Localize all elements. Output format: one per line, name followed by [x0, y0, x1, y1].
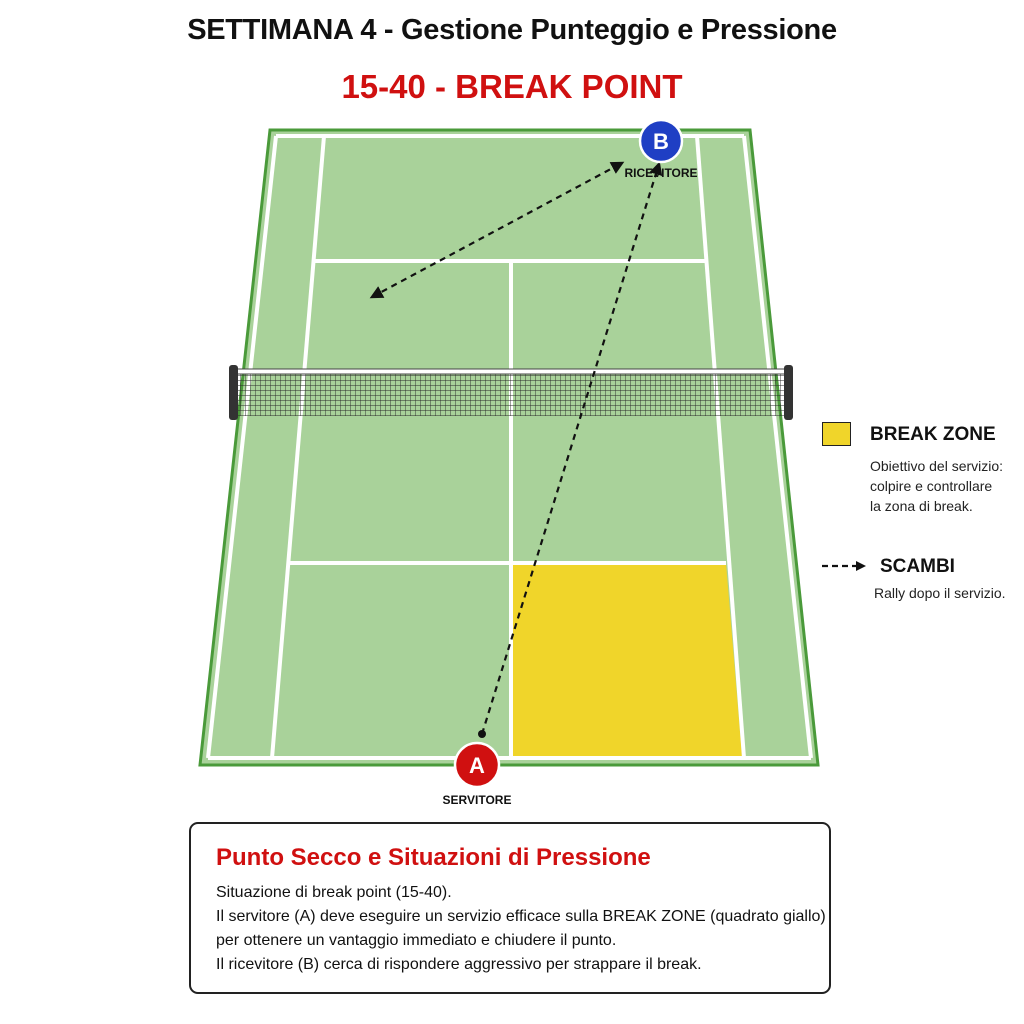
net-post-right	[784, 365, 793, 420]
rally-legend-title: SCAMBI	[880, 556, 955, 577]
serve-trajectory-arrow	[480, 161, 663, 735]
rally-legend-description: Rally dopo il servizio.	[874, 585, 1006, 601]
receiver-marker: B	[638, 118, 684, 164]
ball-dot	[478, 730, 486, 738]
net	[229, 365, 793, 420]
receiver-label: RICEVITORE	[624, 166, 698, 180]
explanation-line-2: Il servitore (A) deve eseguire un serviz…	[216, 908, 826, 925]
break-zone-legend-title: BREAK ZONE	[870, 424, 996, 445]
break-zone	[511, 563, 742, 756]
rally-arrow	[369, 161, 625, 299]
explanation-title: Punto Secco e Situazioni di Pressione	[216, 844, 651, 871]
explanation-line-1: Situazione di break point (15-40).	[216, 884, 452, 901]
rally-legend-arrow-icon	[822, 561, 866, 571]
score-subtitle: 15-40 - BREAK POINT	[341, 68, 683, 105]
explanation-line-4: Il ricevitore (B) cerca di rispondere ag…	[216, 956, 702, 973]
break-zone-swatch	[822, 422, 851, 446]
explanation-line-3: per ottenere un vantaggio immediato e ch…	[216, 932, 617, 949]
net-post-left	[229, 365, 238, 420]
server-letter: A	[469, 753, 485, 778]
doubles-sideline-right	[742, 135, 813, 759]
break-zone-legend-line-3: la zona di break.	[870, 498, 973, 514]
explanation-box: Punto Secco e Situazioni di Pressione Si…	[189, 822, 831, 994]
break-zone-legend-line-2: colpire e controllare	[870, 478, 993, 494]
doubles-sideline-left	[206, 135, 278, 759]
server-label: SERVITORE	[442, 793, 512, 807]
receiver-letter: B	[653, 129, 669, 154]
break-zone-legend-line-1: Obiettivo del servizio:	[870, 458, 1004, 474]
singles-sideline-right	[695, 135, 746, 759]
singles-sideline-left	[270, 135, 326, 759]
page-title: SETTIMANA 4 - Gestione Punteggio e Press…	[187, 14, 837, 46]
server-marker: A	[453, 741, 501, 789]
